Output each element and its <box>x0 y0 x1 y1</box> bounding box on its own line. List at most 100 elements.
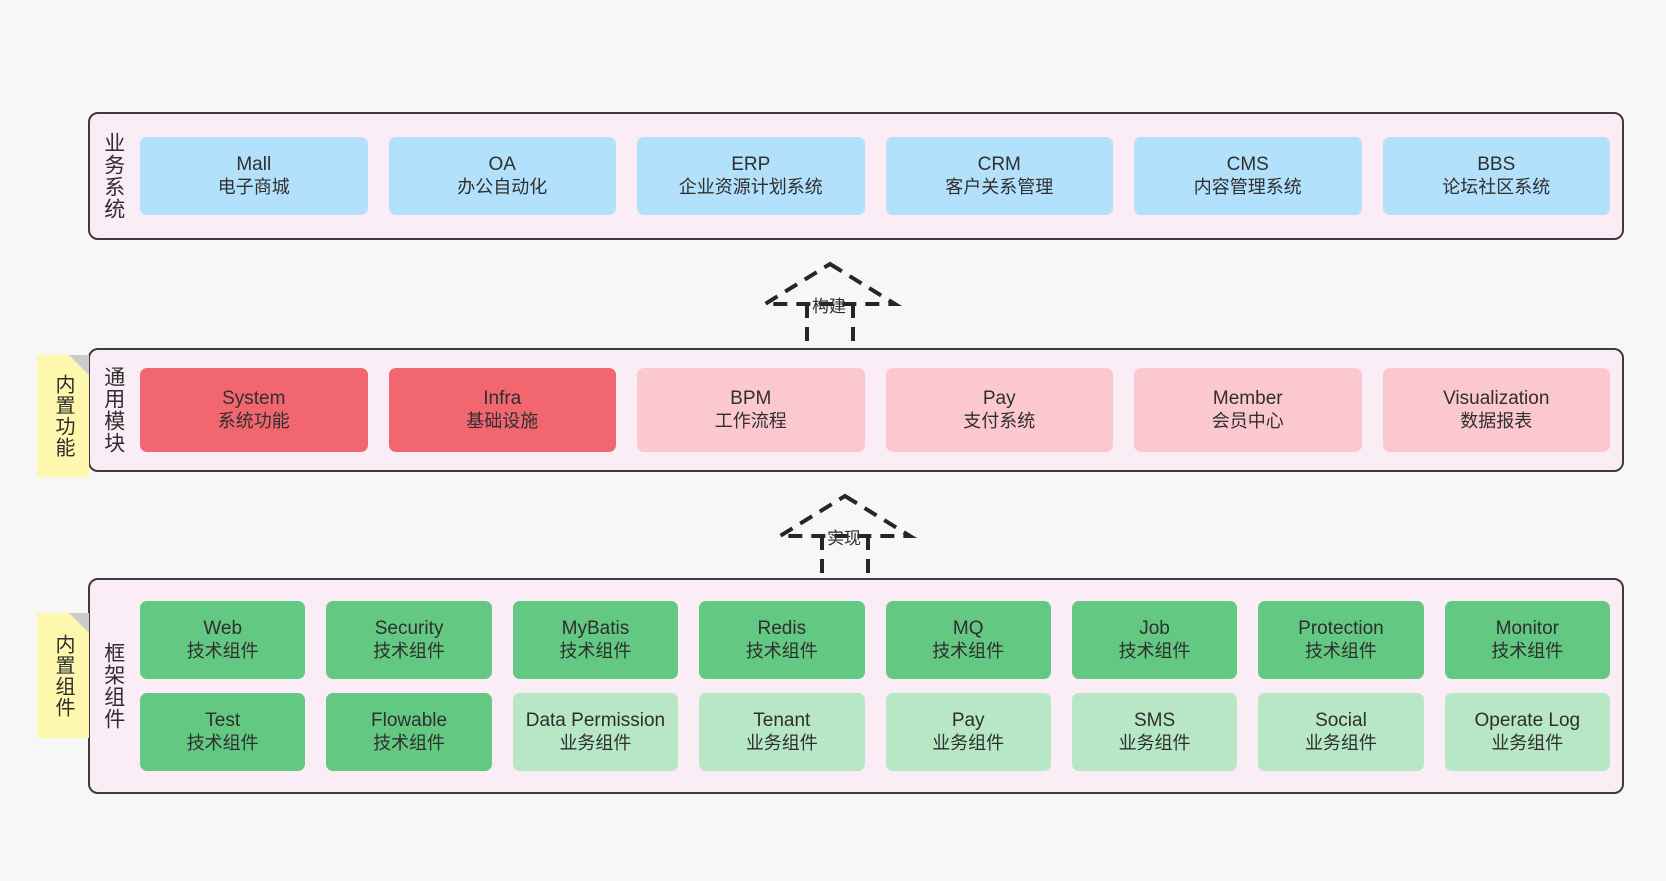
layer-business-systems: 业务系统 Mall 电子商城 OA 办公自动化 ERP 企业资源计划系统 CRM… <box>88 112 1624 240</box>
sticky-note-builtin-components-label: 内置组件 <box>52 633 74 718</box>
sticky-fold-icon <box>69 355 89 375</box>
node-oa[interactable]: OA 办公自动化 <box>388 137 616 215</box>
node-bpm-subtitle: 工作流程 <box>714 410 787 431</box>
node-operate-log[interactable]: Operate Log 业务组件 <box>1444 693 1610 771</box>
node-social-subtitle: 业务组件 <box>1304 732 1377 753</box>
node-test-subtitle: 技术组件 <box>186 732 259 753</box>
node-protection[interactable]: Protection 技术组件 <box>1258 601 1424 679</box>
layer-business-systems-title: 业务系统 <box>101 132 125 220</box>
connector-build-arrow-icon <box>757 261 903 348</box>
business-systems-row: Mall 电子商城 OA 办公自动化 ERP 企业资源计划系统 CRM 客户关系… <box>140 137 1610 215</box>
node-pay-module-subtitle: 支付系统 <box>963 410 1036 431</box>
node-bpm-title: BPM <box>730 388 772 410</box>
node-mybatis-subtitle: 技术组件 <box>559 640 632 661</box>
node-flowable-title: Flowable <box>371 710 448 732</box>
node-mq[interactable]: MQ 技术组件 <box>885 601 1051 679</box>
node-cms-title: CMS <box>1226 154 1269 176</box>
node-erp-subtitle: 企业资源计划系统 <box>678 176 823 197</box>
node-sms-subtitle: 业务组件 <box>1118 732 1191 753</box>
node-visualization[interactable]: Visualization 数据报表 <box>1382 368 1610 452</box>
connector-implement-arrow-icon <box>772 493 918 580</box>
node-security-title: Security <box>374 618 444 640</box>
node-job-title: Job <box>1139 618 1170 640</box>
layer-common-modules: 通用模块 System 系统功能 Infra 基础设施 BPM 工作流程 Pay… <box>88 348 1624 472</box>
node-web-subtitle: 技术组件 <box>186 640 259 661</box>
node-erp-title: ERP <box>731 154 771 176</box>
node-erp[interactable]: ERP 企业资源计划系统 <box>637 137 865 215</box>
node-infra[interactable]: Infra 基础设施 <box>388 368 616 452</box>
node-oa-subtitle: 办公自动化 <box>457 176 548 197</box>
node-operate-log-title: Operate Log <box>1474 710 1581 732</box>
node-operate-log-subtitle: 业务组件 <box>1491 732 1564 753</box>
node-redis-subtitle: 技术组件 <box>745 640 818 661</box>
node-mall-title: Mall <box>236 154 272 176</box>
node-member-subtitle: 会员中心 <box>1211 410 1284 431</box>
framework-components-row-tech: Web 技术组件 Security 技术组件 MyBatis 技术组件 Redi… <box>140 601 1610 679</box>
connector-build-label: 构建 <box>812 297 846 316</box>
node-data-permission[interactable]: Data Permission 业务组件 <box>512 693 679 771</box>
layer-business-systems-body: Mall 电子商城 OA 办公自动化 ERP 企业资源计划系统 CRM 客户关系… <box>136 114 1622 238</box>
node-sms-title: SMS <box>1133 710 1176 732</box>
node-monitor[interactable]: Monitor 技术组件 <box>1444 601 1610 679</box>
node-web-title: Web <box>203 618 243 640</box>
node-pay-component[interactable]: Pay 业务组件 <box>885 693 1051 771</box>
node-monitor-title: Monitor <box>1495 618 1559 640</box>
node-job[interactable]: Job 技术组件 <box>1071 601 1238 679</box>
layer-common-modules-title: 通用模块 <box>101 366 125 454</box>
node-cms-subtitle: 内容管理系统 <box>1193 176 1302 197</box>
node-system-title: System <box>222 388 286 410</box>
layer-framework-components-title: 框架组件 <box>101 642 125 730</box>
node-system[interactable]: System 系统功能 <box>140 368 368 452</box>
node-pay-module[interactable]: Pay 支付系统 <box>885 368 1113 452</box>
node-redis-title: Redis <box>757 618 807 640</box>
node-mall-subtitle: 电子商城 <box>217 176 290 197</box>
layer-framework-components-body: Web 技术组件 Security 技术组件 MyBatis 技术组件 Redi… <box>136 580 1622 792</box>
node-visualization-subtitle: 数据报表 <box>1460 410 1533 431</box>
node-sms[interactable]: SMS 业务组件 <box>1071 693 1238 771</box>
node-tenant[interactable]: Tenant 业务组件 <box>699 693 865 771</box>
node-pay-module-title: Pay <box>982 388 1016 410</box>
node-cms[interactable]: CMS 内容管理系统 <box>1134 137 1362 215</box>
node-infra-title: Infra <box>483 388 522 410</box>
sticky-note-builtin-features-label: 内置功能 <box>52 374 74 458</box>
sticky-note-builtin-components: 内置组件 <box>37 613 89 738</box>
connector-implement-label: 实现 <box>827 529 861 548</box>
node-mall[interactable]: Mall 电子商城 <box>140 137 368 215</box>
node-bpm[interactable]: BPM 工作流程 <box>637 368 865 452</box>
node-web[interactable]: Web 技术组件 <box>140 601 306 679</box>
node-member-title: Member <box>1212 388 1283 410</box>
node-member[interactable]: Member 会员中心 <box>1134 368 1362 452</box>
common-modules-row: System 系统功能 Infra 基础设施 BPM 工作流程 Pay 支付系统… <box>140 368 1610 452</box>
node-flowable[interactable]: Flowable 技术组件 <box>326 693 492 771</box>
node-system-subtitle: 系统功能 <box>217 410 290 431</box>
layer-framework-components: 框架组件 Web 技术组件 Security 技术组件 MyBatis 技术组件… <box>88 578 1624 794</box>
node-pay-component-subtitle: 业务组件 <box>932 732 1005 753</box>
node-crm-subtitle: 客户关系管理 <box>945 176 1054 197</box>
node-mq-subtitle: 技术组件 <box>932 640 1005 661</box>
node-social[interactable]: Social 业务组件 <box>1258 693 1424 771</box>
node-job-subtitle: 技术组件 <box>1118 640 1191 661</box>
framework-components-row-biz: Test 技术组件 Flowable 技术组件 Data Permission … <box>140 693 1610 771</box>
node-protection-title: Protection <box>1298 618 1384 640</box>
node-security[interactable]: Security 技术组件 <box>326 601 492 679</box>
layer-common-modules-body: System 系统功能 Infra 基础设施 BPM 工作流程 Pay 支付系统… <box>136 350 1622 470</box>
node-test-title: Test <box>205 710 241 732</box>
node-bbs[interactable]: BBS 论坛社区系统 <box>1382 137 1610 215</box>
node-protection-subtitle: 技术组件 <box>1304 640 1377 661</box>
node-tenant-subtitle: 业务组件 <box>745 732 818 753</box>
connector-build <box>755 258 905 348</box>
node-mybatis-title: MyBatis <box>561 618 630 640</box>
node-test[interactable]: Test 技术组件 <box>140 693 306 771</box>
node-crm[interactable]: CRM 客户关系管理 <box>885 137 1113 215</box>
sticky-fold-icon <box>69 613 89 633</box>
node-visualization-title: Visualization <box>1443 388 1550 410</box>
node-redis[interactable]: Redis 技术组件 <box>699 601 865 679</box>
node-oa-title: OA <box>488 154 516 176</box>
node-mq-title: MQ <box>952 618 984 640</box>
node-bbs-title: BBS <box>1477 154 1516 176</box>
node-tenant-title: Tenant <box>753 710 811 732</box>
node-mybatis[interactable]: MyBatis 技术组件 <box>512 601 679 679</box>
connector-implement <box>770 490 920 580</box>
node-bbs-subtitle: 论坛社区系统 <box>1442 176 1551 197</box>
